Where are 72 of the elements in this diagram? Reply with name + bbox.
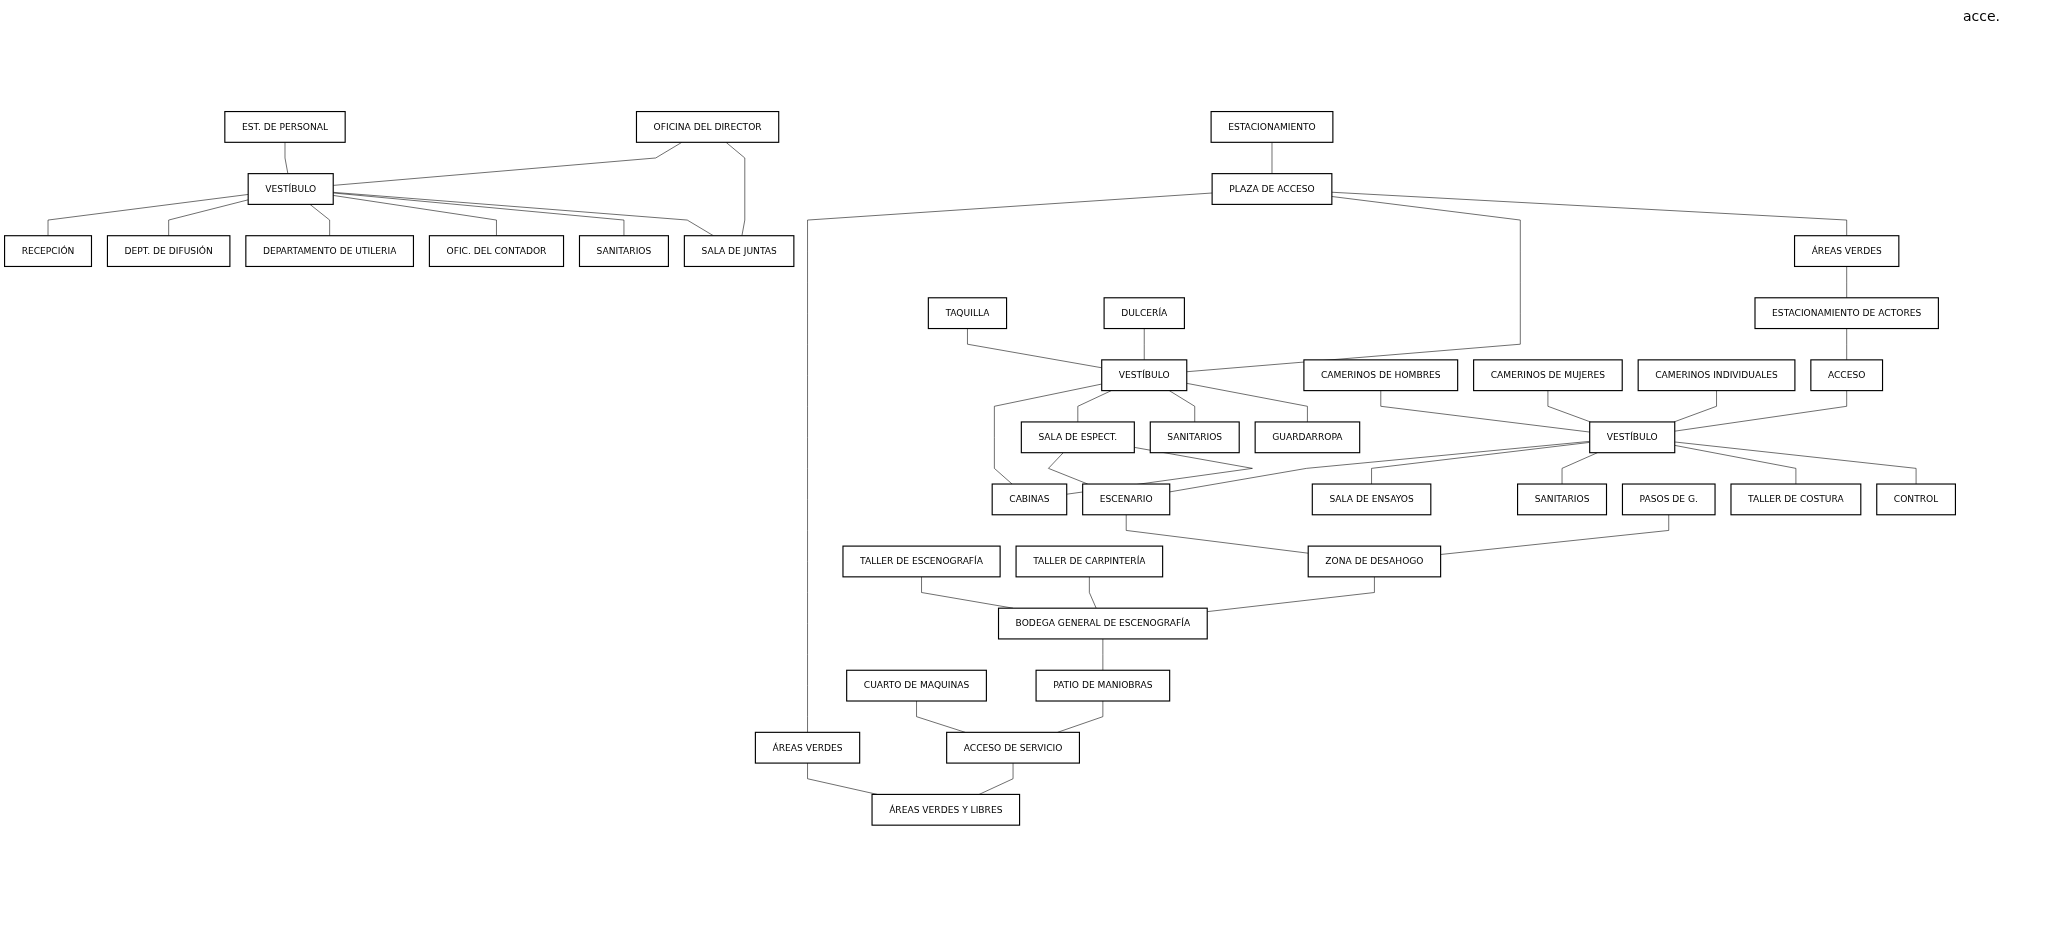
connector — [1674, 441, 1917, 484]
node-box: TAQUILLA — [927, 296, 1008, 329]
node-box: SANITARIOS — [1517, 483, 1608, 515]
connector — [309, 203, 330, 236]
connector — [807, 192, 1213, 733]
connector — [168, 199, 249, 236]
connector — [1547, 389, 1591, 422]
node-box: TALLER DE COSTURA — [1730, 483, 1862, 515]
node-box: ÁREAS VERDES Y LIBRES — [871, 793, 1021, 826]
connector — [1169, 440, 1590, 492]
connector — [967, 327, 1102, 368]
node-box: ZONA DE DESAHOGO — [1307, 545, 1442, 578]
node-box: BODEGA GENERAL DE ESCENOGRAFÍA — [997, 607, 1208, 640]
node-box: SANITARIOS — [1149, 421, 1240, 453]
node-box: DEPARTAMENTO DE UTILERIA — [245, 234, 414, 267]
node-box: PATIO DE MANIOBRAS — [1035, 669, 1171, 702]
connector — [1271, 141, 1273, 174]
node-box: CAMERINOS INDIVIDUALES — [1637, 358, 1796, 391]
connector — [1102, 638, 1104, 671]
connector — [1125, 514, 1309, 554]
node-box: CABINAS — [991, 483, 1068, 515]
node-box: VESTÍBULO — [1101, 358, 1188, 391]
connector — [1673, 389, 1717, 422]
connector — [725, 141, 746, 236]
connector — [1380, 389, 1590, 432]
node-box: TALLER DE ESCENOGRAFÍA — [842, 545, 1001, 578]
node-box: SALA DE JUNTAS — [683, 234, 795, 267]
node-box: CAMERINOS DE HOMBRES — [1303, 358, 1459, 391]
connector — [1168, 389, 1196, 422]
node-box: CONTROL — [1876, 483, 1956, 515]
connector — [1371, 441, 1590, 484]
node-box: TALLER DE CARPINTERÍA — [1015, 545, 1164, 578]
connector — [1846, 327, 1847, 360]
connector — [1331, 191, 1847, 236]
node-box: RECEPCIÓN — [4, 234, 93, 267]
node-box: ESCENARIO — [1082, 483, 1171, 515]
node-box: DEPT. DE DIFUSIÓN — [106, 234, 231, 267]
note-text: acce. — [1963, 8, 2002, 24]
node-box: CAMERINOS DE MUJERES — [1473, 358, 1623, 391]
node-box: ACCESO — [1810, 358, 1884, 391]
connector — [1143, 327, 1145, 360]
node-box: ACCESO DE SERVICIO — [946, 731, 1080, 764]
node-box: SALA DE ENSAYOS — [1311, 483, 1432, 515]
node-box: VESTÍBULO — [1589, 421, 1676, 453]
connector — [994, 383, 1102, 484]
node-box: PASOS DE G. — [1621, 483, 1716, 515]
node-box: VESTÍBULO — [247, 172, 334, 205]
node-box: OFIC. DEL CONTADOR — [428, 234, 565, 267]
connector — [1561, 452, 1598, 484]
connector — [1846, 265, 1847, 298]
connector — [1089, 576, 1097, 609]
node-box: PLAZA DE ACCESO — [1211, 172, 1333, 205]
connector — [978, 762, 1014, 795]
node-box: CUARTO DE MAQUINAS — [846, 669, 987, 702]
connector — [284, 141, 289, 174]
node-box: SANITARIOS — [578, 234, 669, 267]
connector — [1674, 444, 1797, 484]
node-box: DULCERÍA — [1103, 296, 1185, 329]
connector — [47, 193, 249, 236]
connector — [1077, 389, 1112, 422]
node-box: ÁREAS VERDES — [754, 731, 861, 764]
node-box: SALA DE ESPECT. — [1020, 421, 1135, 453]
connector — [1674, 389, 1847, 432]
node-box: ÁREAS VERDES — [1794, 234, 1900, 267]
node-box: GUARDARROPA — [1254, 421, 1361, 453]
node-box: ESTACIONAMIENTO DE ACTORES — [1754, 296, 1939, 329]
connector — [1440, 514, 1670, 555]
connector — [1186, 382, 1308, 422]
node-box: ESTACIONAMIENTO — [1210, 110, 1334, 143]
node-box: OFICINA DEL DIRECTOR — [635, 110, 780, 143]
connector — [1186, 195, 1521, 372]
node-box: EST. DE PERSONAL — [224, 110, 346, 143]
